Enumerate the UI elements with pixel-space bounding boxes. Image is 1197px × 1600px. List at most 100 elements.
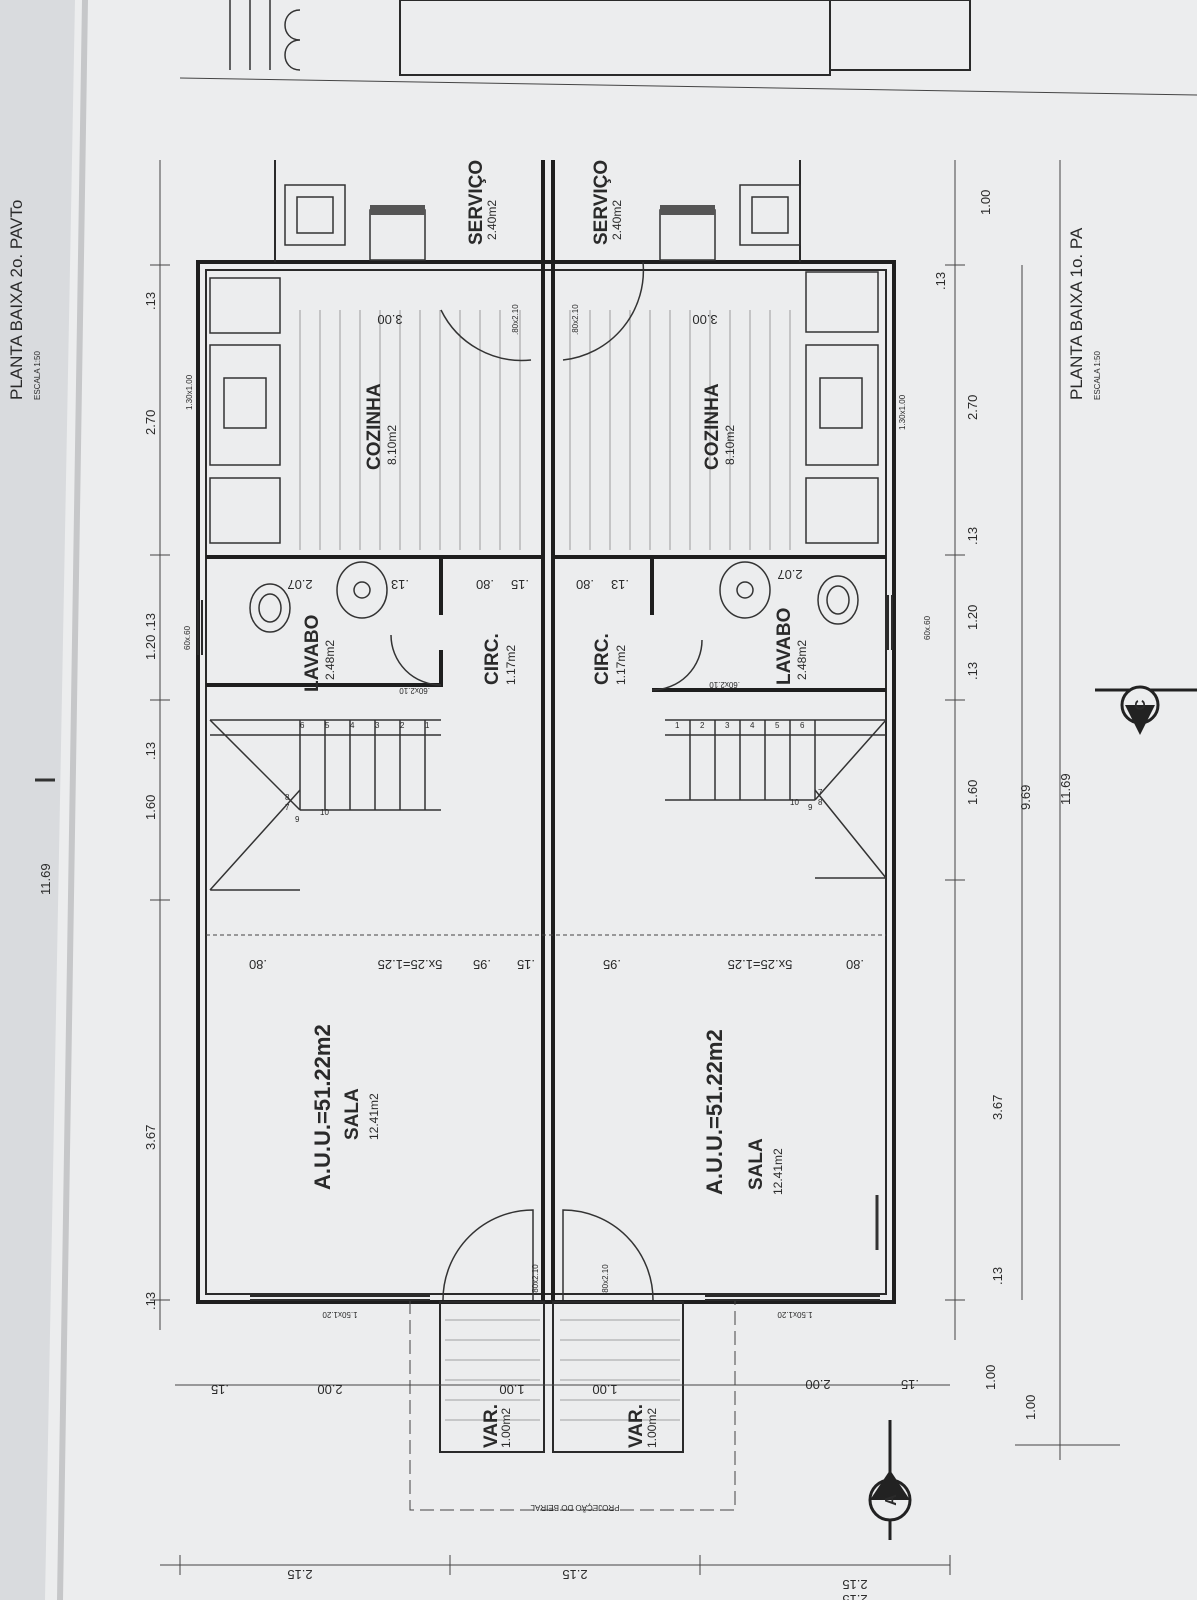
- outer-bottom-215a: 2.15: [562, 1567, 587, 1582]
- left-d215: 2.15: [287, 1567, 312, 1582]
- building-walls: [196, 160, 896, 1511]
- step-5a: 5: [325, 721, 330, 730]
- unit2-sala-area: 12.41m2: [771, 1148, 785, 1195]
- bottom-title: PLANTA BAIXA 1o. PA: [1067, 227, 1086, 400]
- right-d013d: .13: [933, 272, 948, 290]
- unit1-cozinha-area: 8.10m2: [385, 425, 399, 465]
- dim-207-a: 2.07: [287, 577, 312, 592]
- step-10b: 10: [790, 798, 799, 807]
- dim-013-a: .13: [611, 577, 629, 592]
- section-a-label: A: [883, 1494, 900, 1506]
- unit1-varanda-area: 1.00m2: [499, 1408, 513, 1448]
- dim-095-b: .95: [603, 957, 621, 972]
- window-lav-2: 60x.60: [923, 615, 932, 640]
- right-d015: .15: [901, 1377, 919, 1392]
- right-d160: 1.60: [965, 780, 980, 805]
- unit-1-labels: A.U.U.=51.22m2 SALA 12.41m2 CIRC. 1.17m2…: [302, 160, 518, 1448]
- unit2-cozinha-area: 8.10m2: [723, 425, 737, 465]
- dim-080-b: .80: [846, 957, 864, 972]
- window-kit-2: 1.30x1.00: [898, 394, 907, 430]
- unit1-circ-name: CIRC.: [482, 633, 503, 685]
- step-1a: 1: [425, 721, 430, 730]
- step-2b: 2: [700, 721, 705, 730]
- window-kit-1: 1.30x1.00: [185, 374, 194, 410]
- dim-015-a: .15: [517, 957, 535, 972]
- unit1-servico-name: SERVIÇO: [466, 160, 487, 245]
- step-9a: 9: [295, 815, 300, 824]
- right-d1169: 11.69: [1058, 773, 1073, 805]
- unit-2-labels: A.U.U.=51.22m2 SALA 12.41m2 CIRC. 1.17m2…: [591, 160, 809, 1448]
- bottom-scale: ESCALA 1:50: [1093, 351, 1102, 400]
- top-title: PLANTA BAIXA 2o. PAVTo: [7, 200, 26, 400]
- paper-fold: [57, 0, 88, 1600]
- step-8b: 8: [818, 798, 823, 807]
- step-4b: 4: [750, 721, 755, 730]
- right-d100b: 1.00: [978, 190, 993, 215]
- unit2-sala-name: SALA: [746, 1138, 767, 1190]
- dim-080-d: .80: [576, 577, 594, 592]
- right-dimension-labels: .13 3.67 1.60 .13 1.20 .13 2.70 .13 1.00…: [842, 190, 1073, 1600]
- door-main-2: .80x2.10: [601, 1264, 610, 1295]
- left-d270: 2.70: [143, 410, 158, 435]
- unit2-lavabo-name: LAVABO: [774, 608, 795, 685]
- dim-200-a: 2.00: [317, 1382, 342, 1397]
- unit2-total-area: A.U.U.=51.22m2: [702, 1029, 727, 1195]
- step-7b: 7: [818, 788, 823, 797]
- kitchen-floor-hatch: [299, 310, 791, 550]
- dim-100-b: 1.00: [592, 1382, 617, 1397]
- step-3a: 3: [375, 721, 380, 730]
- left-dimension-labels: .13 3.67 1.60 .13 1.20 .13 2.70 .13 .15 …: [38, 292, 1038, 1592]
- dim-207-b: 2.07: [777, 567, 802, 582]
- right-d013b: .13: [965, 662, 980, 680]
- step-7a: 7: [285, 803, 290, 812]
- dim-095-a: .95: [473, 957, 491, 972]
- unit2-lavabo-area: 2.48m2: [795, 640, 809, 680]
- step-1b: 1: [675, 721, 680, 730]
- door-kit-2: .80x2.10: [571, 304, 580, 335]
- stair-dim-2: 5x.25=1.25: [728, 957, 793, 972]
- step-6b: 6: [800, 721, 805, 730]
- unit1-lavabo-area: 2.48m2: [323, 640, 337, 680]
- left-d013b: .13: [143, 742, 158, 760]
- left-d367: 3.67: [143, 1125, 158, 1150]
- right-d100: 1.00: [983, 1365, 998, 1390]
- inner-dimension-labels: 5x.25=1.25 5x.25=1.25 .80 .95 .15 .95 .8…: [249, 312, 864, 1397]
- dim-300-a: 3.00: [377, 312, 402, 327]
- unit2-varanda-name: VAR.: [626, 1404, 647, 1448]
- dim-080-a: .80: [249, 957, 267, 972]
- unit1-total-area: A.U.U.=51.22m2: [310, 1024, 335, 1190]
- left-d013c: .13: [143, 292, 158, 310]
- unit2-cozinha-name: COZINHA: [702, 383, 723, 470]
- step-6a: 6: [300, 721, 305, 730]
- dim-300-b: 3.00: [692, 312, 717, 327]
- door-lav-2: .60x2.10: [709, 680, 740, 689]
- stair-dim-1: 5x.25=1.25: [378, 957, 443, 972]
- unit1-lavabo-name: LAVABO: [302, 615, 323, 692]
- unit1-cozinha-name: COZINHA: [364, 383, 385, 470]
- outer-left-100: 1.00: [1023, 1395, 1038, 1420]
- left-d015: .15: [211, 1382, 229, 1397]
- opening-labels: .80x2.10 .80x2.10 .80x2.10 .80x2.10 .60x…: [183, 304, 932, 1319]
- door-swings: [390, 261, 703, 1301]
- dimension-lines: [35, 160, 1120, 1575]
- left-d120-13: 1.20 .13: [143, 613, 158, 660]
- right-d215: 2.15: [842, 1592, 867, 1600]
- door-lav-1: .60x2.10: [399, 686, 430, 695]
- window-lav-1: 60x.60: [183, 625, 192, 650]
- window-sala-1: 1.50x1.20: [322, 1310, 358, 1319]
- unit2-servico-area: 2.40m2: [610, 200, 624, 240]
- section-marker-c: C: [1095, 685, 1197, 735]
- section-c-label: C: [1132, 699, 1149, 710]
- right-d013a: .13: [990, 1267, 1005, 1285]
- right-d367: 3.67: [990, 1095, 1005, 1120]
- step-3b: 3: [725, 721, 730, 730]
- right-d013c: .13: [965, 527, 980, 545]
- step-10a: 10: [320, 808, 329, 817]
- fixtures: [209, 184, 879, 633]
- paper-sheet: [45, 0, 1197, 1600]
- top-cut-drawing: [179, 0, 1197, 96]
- left-d013a: .13: [143, 1292, 158, 1310]
- step-2a: 2: [400, 721, 405, 730]
- right-d969: 9.69: [1018, 785, 1033, 810]
